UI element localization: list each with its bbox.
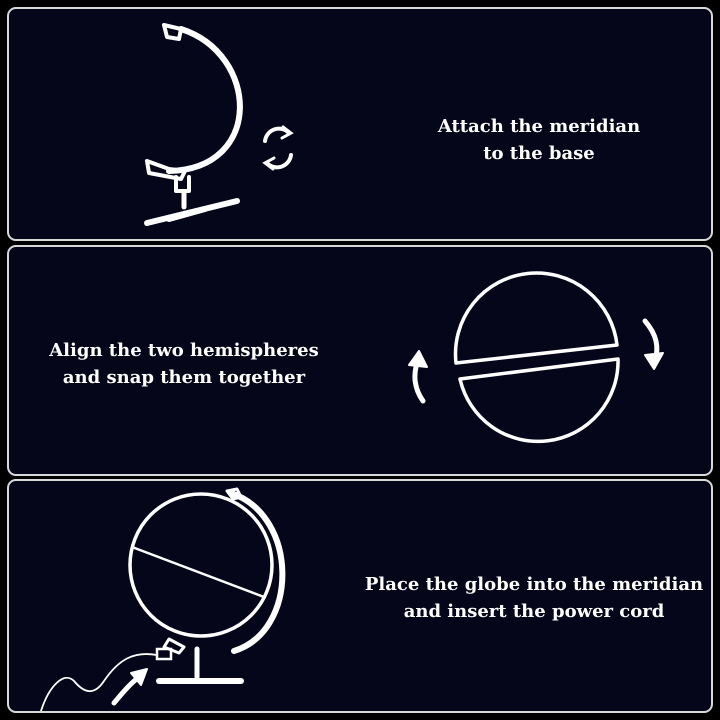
meridian-arc-icon [145, 23, 243, 181]
step-2-caption: Align the two hemispheres and snap them … [19, 337, 349, 391]
step-2-illustration [408, 271, 664, 444]
curved-arrow-up-icon [408, 350, 428, 404]
step-2-caption-line-2: and snap them together [62, 367, 306, 388]
globe-base-icon [144, 175, 240, 226]
step-2-panel: Align the two hemispheres and snap them … [7, 245, 713, 476]
step-1-panel: Attach the meridian to the base [7, 7, 713, 241]
step-3-panel: Place the globe into the meridian and in… [7, 479, 713, 713]
power-cord-icon [40, 647, 173, 711]
step-2-caption-line-1: Align the two hemispheres [49, 340, 319, 361]
hemispheres-icon [453, 271, 620, 444]
step-3-caption: Place the globe into the meridian and in… [359, 571, 709, 625]
rotate-icon [262, 125, 294, 171]
step-3-caption-line-2: and insert the power cord [403, 601, 665, 622]
step-3-illustration [40, 487, 286, 711]
assembled-globe-icon [128, 487, 286, 684]
step-1-caption-line-2: to the base [483, 143, 595, 164]
step-1-caption-line-1: Attach the meridian [437, 116, 641, 137]
curved-arrow-down-icon [642, 318, 664, 370]
step-1-caption: Attach the meridian to the base [389, 113, 689, 167]
insert-arrow-icon [111, 668, 148, 706]
step-1-illustration [144, 23, 294, 226]
step-3-caption-line-1: Place the globe into the meridian [364, 574, 704, 595]
